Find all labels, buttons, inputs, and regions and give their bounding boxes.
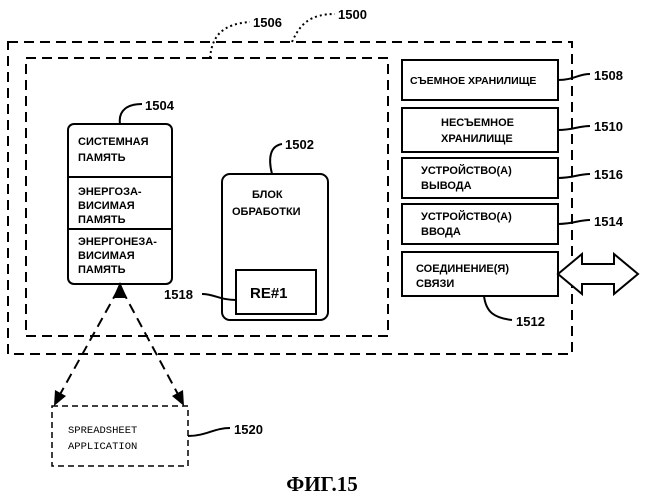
output-device-label-2: ВЫВОДА <box>421 180 472 192</box>
nonremovable-storage-label-2: ХРАНИЛИЩЕ <box>441 133 513 145</box>
re1-label: RE#1 <box>250 285 288 302</box>
nonremovable-storage-box <box>402 108 558 152</box>
ref-1512: 1512 <box>516 314 545 329</box>
comm-connection-label-2: СВЯЗИ <box>416 278 454 290</box>
dashed-arrow-right <box>122 290 180 398</box>
processing-label-2: ОБРАБОТКИ <box>232 206 301 218</box>
input-device-label-1: УСТРОЙСТВО(А) <box>421 210 512 223</box>
processing-label-1: БЛОК <box>252 189 283 201</box>
leader-1502 <box>270 144 282 174</box>
ref-1520: 1520 <box>234 422 263 437</box>
ref-1506: 1506 <box>253 15 282 30</box>
double-arrow-icon <box>558 254 638 294</box>
dashed-arrow-left <box>58 290 118 398</box>
spreadsheet-app-label-2: APPLICATION <box>68 441 137 453</box>
ref-1518: 1518 <box>164 287 193 302</box>
leader-1516 <box>558 174 590 178</box>
figure-caption: ФИГ.15 <box>286 472 358 496</box>
comm-connection-label-1: СОЕДИНЕНИЕ(Я) <box>416 263 509 275</box>
leader-1508 <box>558 74 590 80</box>
output-device-box <box>402 158 558 198</box>
leader-1504 <box>120 104 142 124</box>
ref-1514: 1514 <box>594 214 624 229</box>
nonremovable-storage-label-1: НЕСЪЕМНОЕ <box>441 117 514 129</box>
ref-1502: 1502 <box>285 137 314 152</box>
system-memory-label: СИСТЕМНАЯ <box>78 136 149 148</box>
spreadsheet-app-label-1: SPREADSHEET <box>68 425 137 437</box>
ref-1504: 1504 <box>145 98 175 113</box>
leader-1520 <box>188 428 230 436</box>
leader-1514 <box>558 220 590 224</box>
leader-1500 <box>292 14 335 42</box>
nonvolatile-memory-label: ЭНЕРГОНЕЗА- <box>78 236 157 248</box>
volatile-memory-label: ЭНЕРГОЗА- <box>78 186 142 198</box>
ref-1510: 1510 <box>594 119 623 134</box>
volatile-memory-label-2: ВИСИМАЯ <box>78 200 135 212</box>
system-memory-label-2: ПАМЯТЬ <box>78 152 126 164</box>
leader-1506 <box>210 22 250 58</box>
ref-1508: 1508 <box>594 68 623 83</box>
nonvolatile-memory-label-2: ВИСИМАЯ <box>78 250 135 262</box>
output-device-label-1: УСТРОЙСТВО(А) <box>421 164 512 177</box>
volatile-memory-label-3: ПАМЯТЬ <box>78 214 126 226</box>
removable-storage-label: СЪЕМНОЕ ХРАНИЛИЩЕ <box>410 75 536 87</box>
input-device-box <box>402 204 558 244</box>
leader-1510 <box>558 126 590 130</box>
leader-1512 <box>484 296 512 320</box>
ref-1516: 1516 <box>594 167 623 182</box>
ref-1500: 1500 <box>338 7 367 22</box>
input-device-label-2: ВВОДА <box>421 226 461 238</box>
nonvolatile-memory-label-3: ПАМЯТЬ <box>78 264 126 276</box>
